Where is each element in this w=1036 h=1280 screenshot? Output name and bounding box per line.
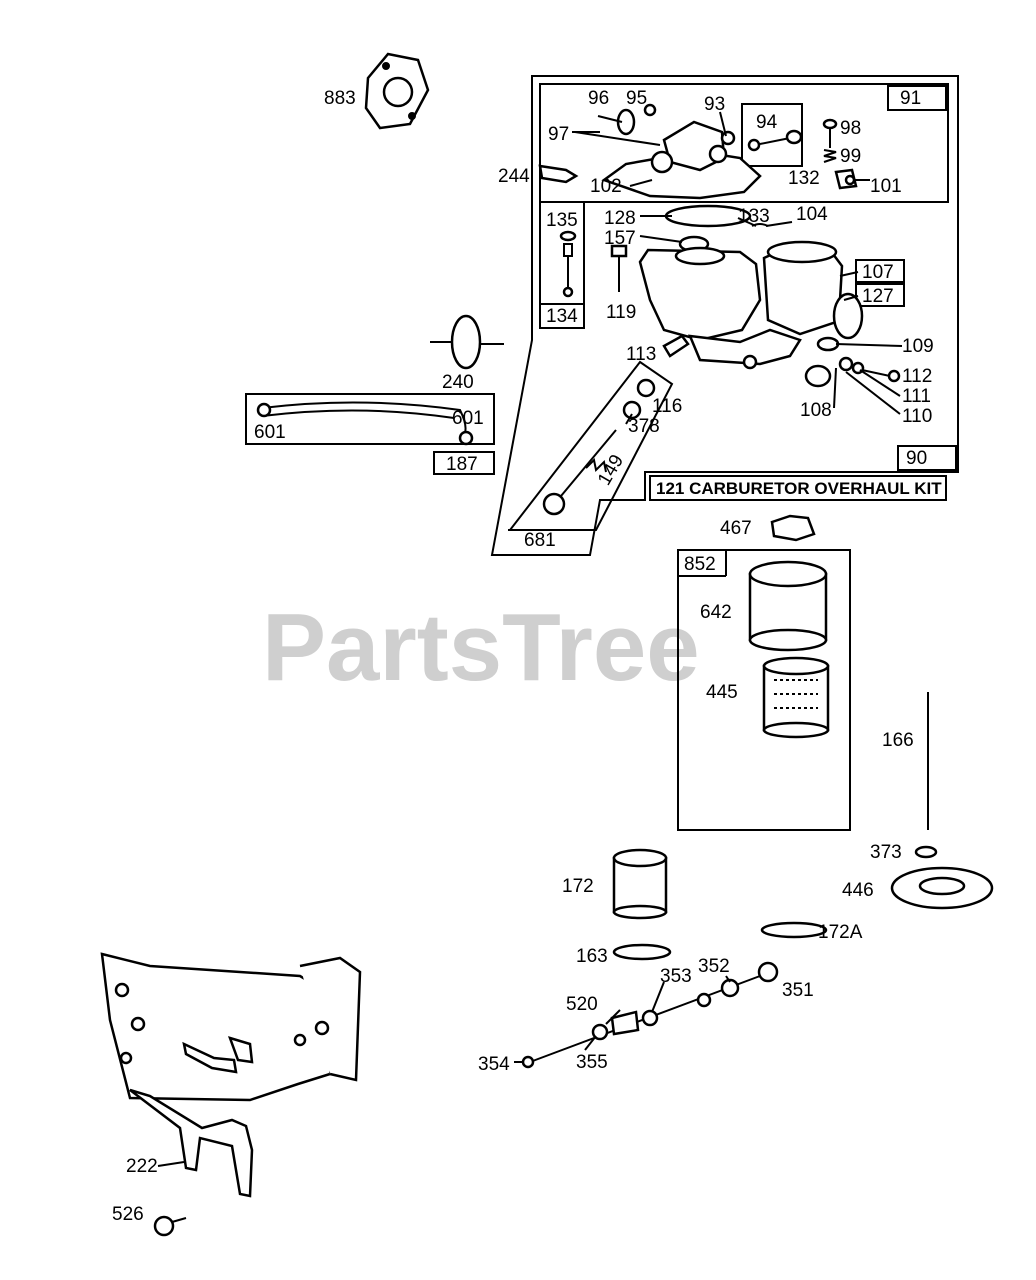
upper-body-102-part: [601, 120, 762, 200]
label-163: 163: [576, 946, 608, 967]
needle-98-99-part: [822, 118, 838, 163]
label-133: 133: [738, 206, 770, 227]
label-244: 244: [498, 166, 530, 187]
label-681: 681: [524, 530, 556, 551]
screw-94-part: [747, 129, 803, 152]
label-102: 102: [590, 176, 622, 197]
fuel-filter-240-part: [430, 314, 504, 370]
label-111: 111: [902, 386, 931, 407]
label-127: 127: [862, 286, 894, 307]
throttle-shaft-part: [574, 103, 661, 146]
label-98: 98: [840, 118, 861, 139]
label-222: 222: [126, 1156, 158, 1177]
label-99: 99: [840, 146, 861, 167]
watermark: PartsTree: [262, 594, 700, 701]
needle-149-part: [542, 429, 617, 516]
label-110: 110: [902, 406, 932, 427]
valve-132-101-part: [834, 168, 858, 190]
label-240: 240: [442, 372, 474, 393]
gasket-172a-part: [760, 921, 828, 939]
base-plate-446-part: [890, 866, 994, 910]
label-445: 445: [706, 682, 738, 703]
air-cleaner-frame: [677, 549, 851, 831]
label-642: 642: [700, 602, 732, 623]
label-112: 112: [902, 366, 932, 387]
label-351: 351: [782, 980, 814, 1001]
screw-112-111-110-part: [838, 356, 901, 383]
label-97: 97: [548, 124, 569, 145]
bracket-222-part: [100, 952, 362, 1198]
washer-378-part: [622, 400, 642, 420]
box-kit: [649, 475, 947, 501]
label-166: 166: [882, 730, 914, 751]
label-90: 90: [906, 448, 927, 469]
leader-lines: [157, 111, 903, 1167]
label-355: 355: [576, 1052, 608, 1073]
label-93: 93: [704, 94, 725, 115]
label-520: 520: [566, 994, 598, 1015]
label-601b: 601: [254, 422, 286, 443]
filter-172-part: [612, 848, 668, 920]
label-883: 883: [324, 88, 356, 109]
label-149: 149: [594, 451, 628, 489]
label-96: 96: [588, 88, 609, 109]
box-90: [897, 445, 957, 471]
label-94: 94: [756, 112, 778, 133]
label-132: 132: [788, 168, 820, 189]
label-101: 101: [870, 176, 902, 197]
label-526: 526: [112, 1204, 144, 1225]
label-157: 157: [604, 228, 636, 249]
screw-119-part: [610, 244, 628, 292]
callout-labels: 883 96 95 93 94 91 97 98 99 132 101 102 …: [112, 88, 942, 1225]
label-378: 378: [628, 416, 660, 437]
label-107: 107: [862, 262, 894, 283]
label-113: 113: [626, 344, 656, 365]
label-446: 446: [842, 880, 874, 901]
plug-108-part: [804, 364, 832, 388]
washer-116-part: [636, 378, 656, 398]
fuel-line-601-part: [256, 401, 474, 446]
fuel-line-frame: [245, 393, 495, 475]
carburetor-body-part: [638, 240, 864, 370]
label-135: 135: [546, 210, 578, 231]
linkage-351-355-part: [521, 961, 779, 1069]
box-127: [855, 283, 905, 307]
carburetor-assembly-frame: [490, 75, 959, 556]
kit-label: 121 CARBURETOR OVERHAUL KIT: [656, 479, 942, 498]
label-172a: 172A: [818, 922, 863, 943]
label-352: 352: [698, 956, 730, 977]
box-107: [855, 259, 905, 283]
fitting-244-part: [538, 164, 579, 184]
label-601: 601: [452, 408, 484, 429]
label-373: 373: [870, 842, 902, 863]
gasket-163-part: [612, 943, 672, 961]
box-135-134: [539, 201, 585, 329]
fitting-113-part: [662, 334, 690, 358]
label-134: 134: [546, 306, 578, 327]
label-91: 91: [900, 88, 921, 109]
label-116: 116: [652, 396, 682, 417]
gasket-883-part: [364, 52, 430, 130]
label-467: 467: [720, 518, 752, 539]
label-119: 119: [606, 302, 636, 323]
label-852: 852: [684, 554, 716, 575]
cartridge-445-part: [762, 656, 830, 739]
box-91: [887, 85, 947, 111]
label-104: 104: [796, 204, 828, 225]
label-172: 172: [562, 876, 594, 897]
box-94: [741, 103, 803, 167]
label-354: 354: [478, 1054, 510, 1075]
needle-135-part: [559, 230, 577, 298]
label-95: 95: [626, 88, 647, 109]
cap-467-part: [770, 514, 816, 542]
label-109: 109: [902, 336, 934, 357]
bolt-526-part: [153, 1215, 187, 1237]
label-108: 108: [800, 400, 832, 421]
label-353: 353: [660, 966, 692, 987]
label-187: 187: [446, 454, 478, 475]
label-128: 128: [604, 208, 636, 229]
precleaner-642-part: [748, 560, 828, 652]
nut-373-part: [914, 845, 938, 859]
